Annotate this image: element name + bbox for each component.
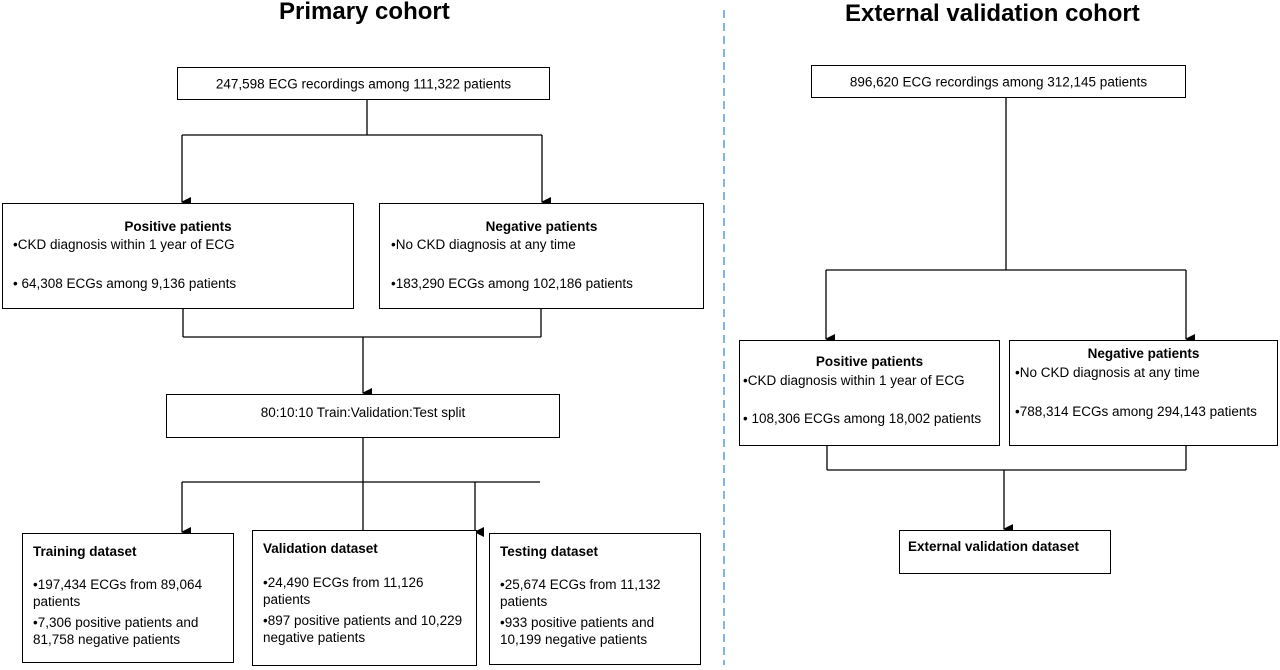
testing-line2: •933 positive patients and 10,199 negati… xyxy=(500,615,655,647)
testing-header: Testing dataset xyxy=(500,544,599,559)
external-cohort-title: External validation cohort xyxy=(845,0,1140,27)
training-line1: •197,434 ECGs from 89,064 patients xyxy=(33,577,203,609)
external-positive-line2: • 108,306 ECGs among 18,002 patients xyxy=(743,411,982,426)
split-text: 80:10:10 Train:Validation:Test split xyxy=(260,405,466,420)
training-line2: •7,306 positive patients and 81,758 nega… xyxy=(33,615,199,647)
primary-negative-line1: •No CKD diagnosis at any time xyxy=(391,237,576,252)
primary-cohort-title: Primary cohort xyxy=(279,0,450,25)
training-header: Training dataset xyxy=(33,544,137,559)
validation-line2: •897 positive patients and 10,229 negati… xyxy=(263,613,463,645)
validation-line1: •24,490 ECGs from 11,126 patients xyxy=(263,575,424,607)
external-negative-header: Negative patients xyxy=(1087,346,1200,361)
external-positive-header: Positive patients xyxy=(815,354,924,369)
primary-positive-line2: • 64,308 ECGs among 9,136 patients xyxy=(13,276,237,291)
external-positive-line1: •CKD diagnosis within 1 year of ECG xyxy=(743,373,965,388)
external-recordings-box: 896,620 ECG recordings among 312,145 pat… xyxy=(811,65,1186,98)
external-recordings-text: 896,620 ECG recordings among 312,145 pat… xyxy=(849,74,1148,89)
validation-header: Validation dataset xyxy=(263,541,378,556)
external-validation-dataset-header: External validation dataset xyxy=(908,539,1080,554)
primary-recordings-text: 247,598 ECG recordings among 111,322 pat… xyxy=(215,76,512,91)
external-positive-box: Positive patients •CKD diagnosis within … xyxy=(739,340,1000,446)
primary-recordings-box: 247,598 ECG recordings among 111,322 pat… xyxy=(177,67,550,100)
external-validation-dataset-box: External validation dataset xyxy=(899,530,1111,574)
primary-negative-box: Negative patients •No CKD diagnosis at a… xyxy=(379,203,704,309)
primary-negative-header: Negative patients xyxy=(485,219,598,234)
testing-line1: •25,674 ECGs from 11,132 patients xyxy=(500,577,661,609)
external-negative-line1: •No CKD diagnosis at any time xyxy=(1015,365,1200,380)
primary-positive-header: Positive patients xyxy=(124,219,232,234)
primary-positive-line1: •CKD diagnosis within 1 year of ECG xyxy=(13,237,235,252)
external-negative-line2: •788,314 ECGs among 294,143 patients xyxy=(1015,404,1257,419)
training-dataset-box: Training dataset •197,434 ECGs from 89,0… xyxy=(22,533,234,663)
primary-negative-line2: •183,290 ECGs among 102,186 patients xyxy=(391,276,633,291)
primary-positive-box: Positive patients •CKD diagnosis within … xyxy=(2,203,354,309)
external-negative-box: Negative patients •No CKD diagnosis at a… xyxy=(1009,340,1278,446)
split-box: 80:10:10 Train:Validation:Test split xyxy=(166,394,560,438)
validation-dataset-box: Validation dataset •24,490 ECGs from 11,… xyxy=(252,530,477,666)
testing-dataset-box: Testing dataset •25,674 ECGs from 11,132… xyxy=(489,533,701,665)
